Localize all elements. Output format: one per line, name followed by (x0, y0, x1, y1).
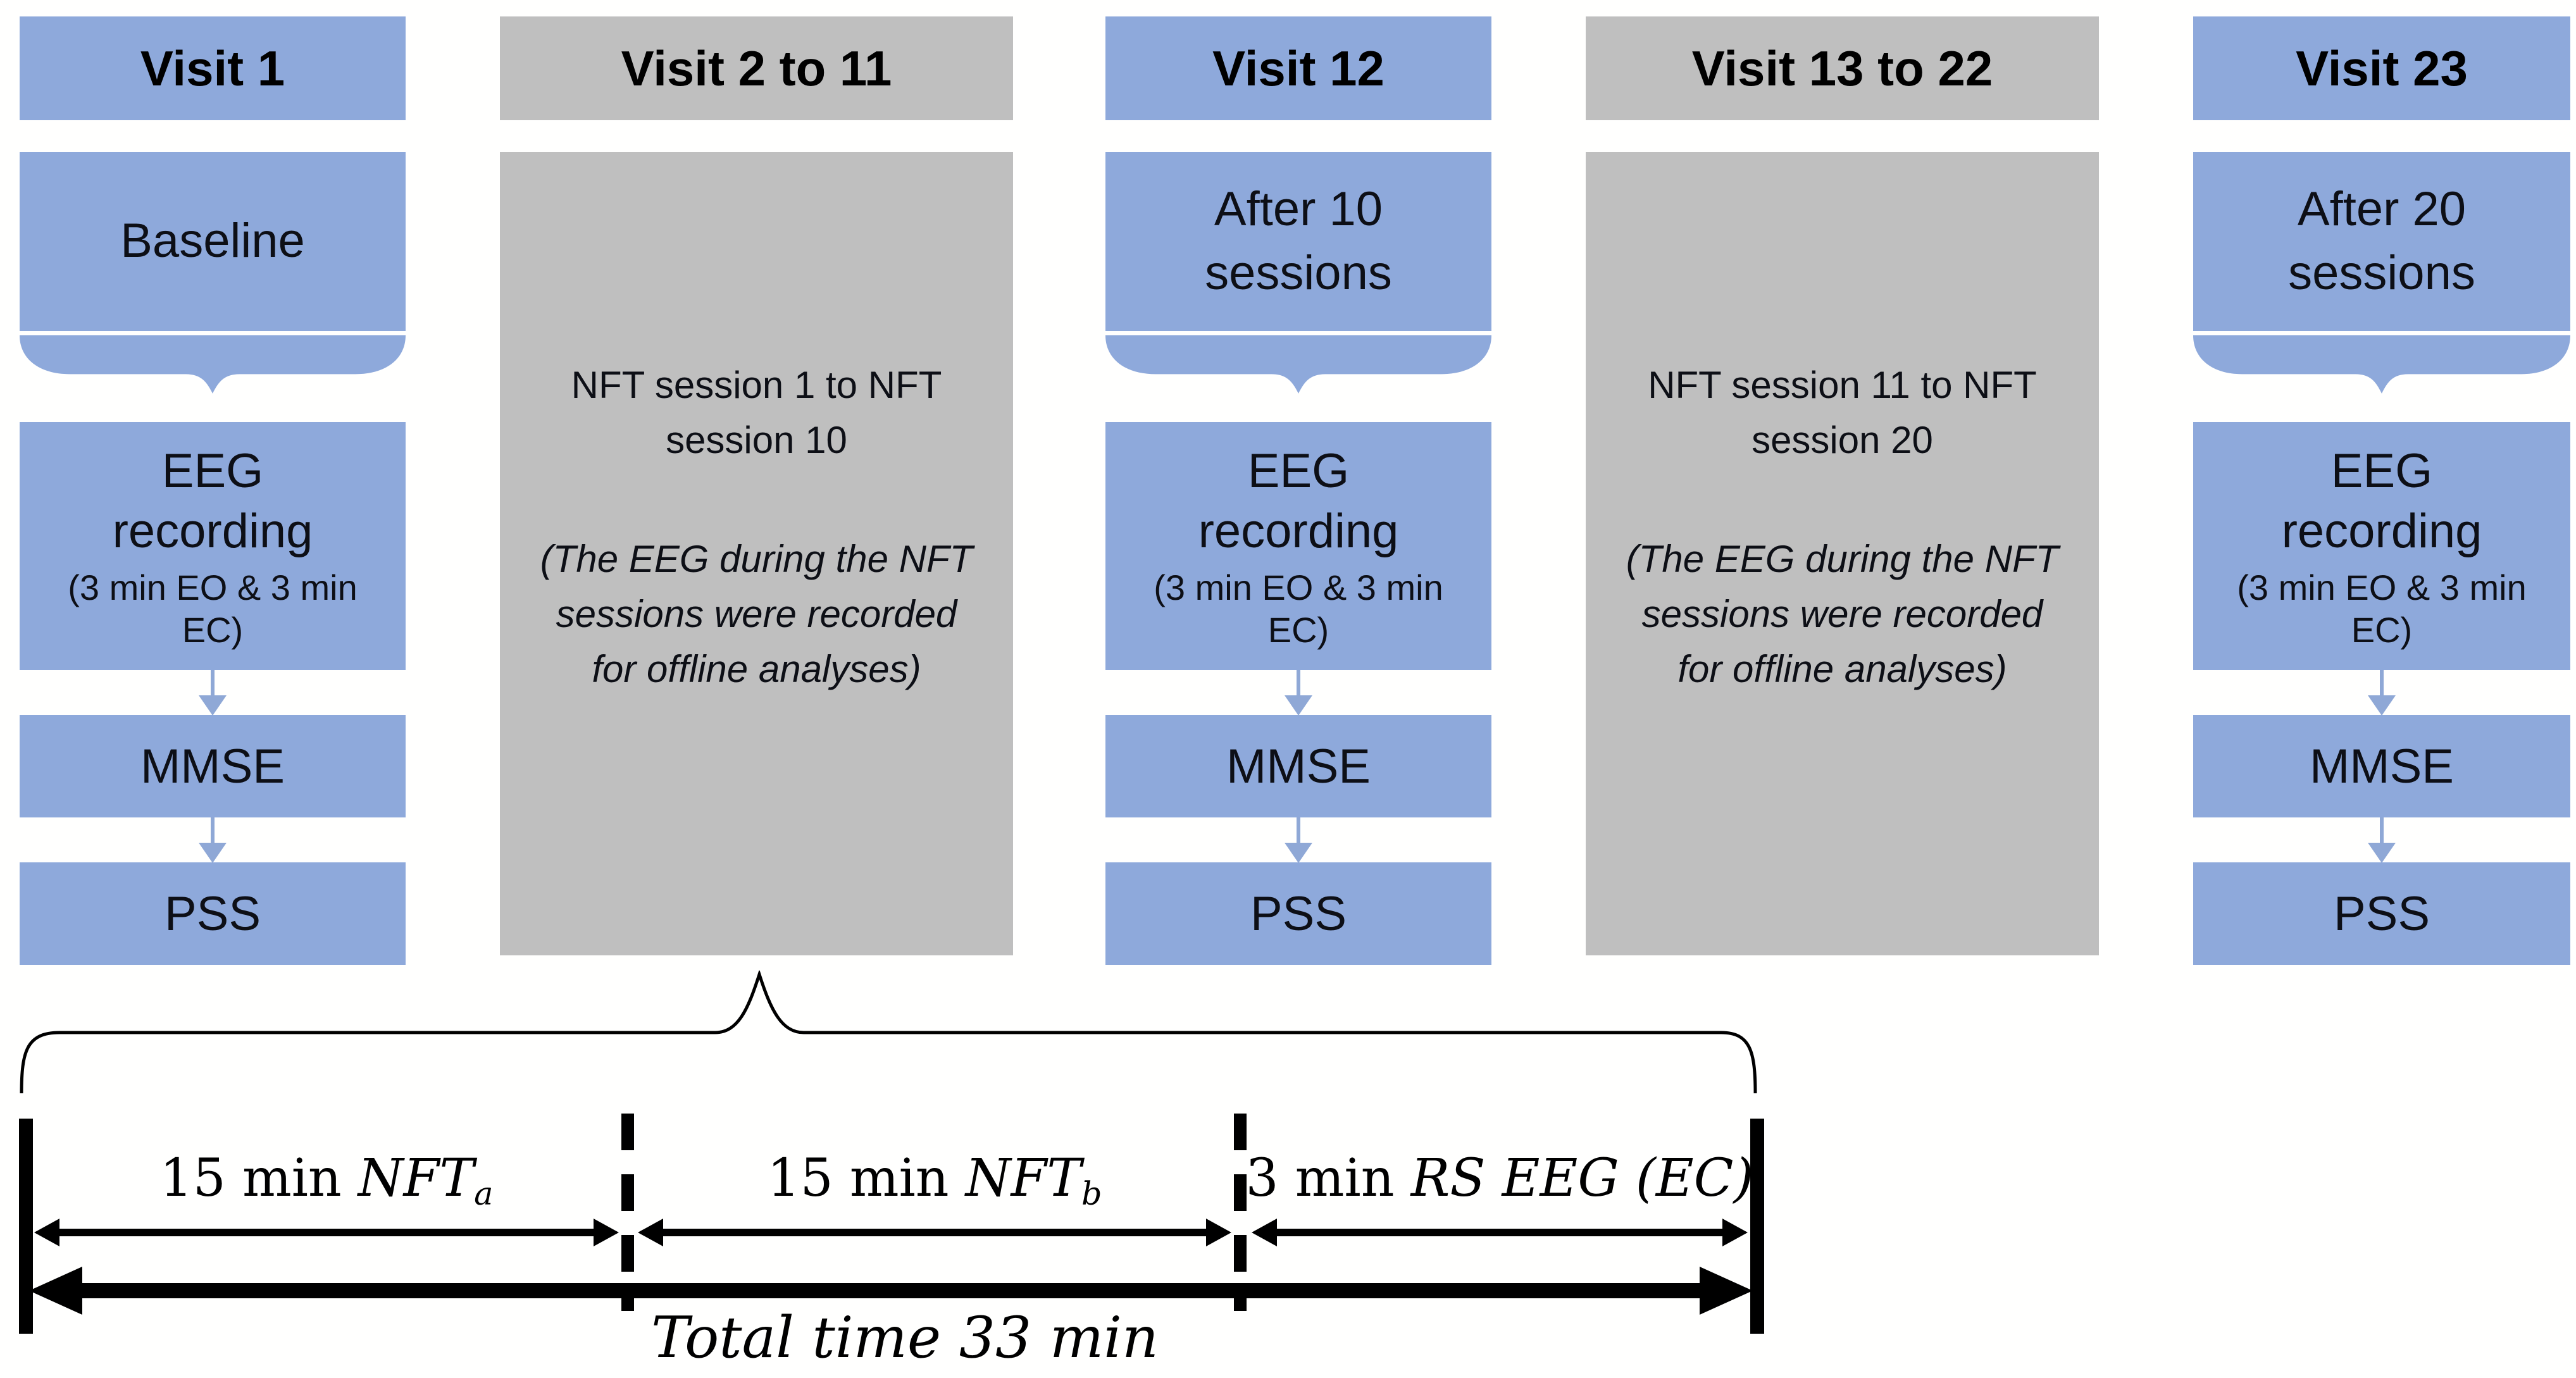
baseline-box: Baseline (20, 152, 406, 331)
timeline-overbrace-icon (20, 971, 1757, 1094)
timeline-divider-2 (1234, 1114, 1247, 1311)
nft-sessions-1-10-label: NFT session 1 to NFT session 10 (571, 364, 942, 461)
subscript-text: a (474, 1175, 494, 1213)
pss-box: PSS (1105, 862, 1491, 965)
duration-text: 3 min (1245, 1148, 1411, 1208)
eeg-recording-box: EEG recording (3 min EO & 3 min EC) (20, 422, 406, 670)
down-arrow-icon (2368, 670, 2396, 716)
pss-box: PSS (20, 862, 406, 965)
visit-1-header-label: Visit 1 (140, 40, 285, 96)
after-20-sessions-label: After 20 sessions (2288, 182, 2475, 300)
visit-13-22-header-label: Visit 13 to 22 (1691, 40, 1993, 96)
eeg-recording-label: EEG recording (112, 444, 313, 558)
offline-analyses-note: (The EEG during the NFT sessions were re… (540, 538, 973, 690)
duration-text: 15 min (767, 1148, 966, 1208)
eeg-recording-detail: (3 min EO & 3 min EC) (68, 567, 358, 650)
down-arrow-icon (2368, 817, 2396, 863)
total-time-label: Total time 33 min (651, 1305, 1159, 1371)
visit-12-header: Visit 12 (1105, 16, 1491, 120)
visit-1-header: Visit 1 (20, 16, 406, 120)
visit-23-header: Visit 23 (2193, 16, 2570, 120)
eeg-recording-label: EEG recording (2281, 444, 2482, 558)
duration-text: 15 min (159, 1148, 358, 1208)
column-visit-12: Visit 12 After 10 sessions EEG recording… (1105, 0, 1491, 1378)
mmse-box: MMSE (1105, 715, 1491, 817)
eeg-recording-detail: (3 min EO & 3 min EC) (2237, 567, 2527, 650)
nft-sessions-11-20-box: NFT session 11 to NFT session 20 (The EE… (1586, 152, 2099, 955)
nft-b-duration-arrow (638, 1219, 1231, 1246)
eeg-recording-label: EEG recording (1198, 444, 1399, 558)
term-text: NFT (965, 1148, 1082, 1208)
baseline-label: Baseline (120, 214, 305, 268)
column-visit-1: Visit 1 Baseline EEG recording (3 min EO… (20, 0, 406, 1378)
visit-2-11-header: Visit 2 to 11 (500, 16, 1013, 120)
timeline-label-rs-eeg: 3 min RS EEG (EC) (1246, 1153, 1754, 1210)
total-time-arrow (29, 1267, 1753, 1315)
timeline-end-bar (1750, 1119, 1764, 1334)
term-text: NFT (358, 1148, 475, 1208)
visit-23-header-label: Visit 23 (2296, 40, 2468, 96)
down-arrow-icon (199, 670, 227, 716)
eeg-recording-box: EEG recording (3 min EO & 3 min EC) (2193, 422, 2570, 670)
down-arrow-icon (1285, 670, 1312, 716)
visit-2-11-header-label: Visit 2 to 11 (621, 40, 892, 96)
offline-analyses-note: (The EEG during the NFT sessions were re… (1626, 538, 2059, 690)
timeline-label-nft-a: 15 min NFTa (160, 1153, 494, 1210)
after-20-sessions-box: After 20 sessions (2193, 152, 2570, 331)
term-text: RS EEG (1410, 1148, 1619, 1208)
timeline-label-nft-b: 15 min NFTb (767, 1153, 1102, 1210)
nft-a-duration-arrow (34, 1219, 619, 1246)
curly-brace-down-icon (2193, 335, 2570, 394)
mmse-box: MMSE (20, 715, 406, 817)
column-visit-13-22: Visit 13 to 22 NFT session 11 to NFT ses… (1586, 0, 2099, 1378)
nft-sessions-1-10-box: NFT session 1 to NFT session 10 (The EEG… (500, 152, 1013, 955)
visit-13-22-header: Visit 13 to 22 (1586, 16, 2099, 120)
eeg-recording-box: EEG recording (3 min EO & 3 min EC) (1105, 422, 1491, 670)
mmse-box: MMSE (2193, 715, 2570, 817)
column-visit-23: Visit 23 After 20 sessions EEG recording… (2193, 0, 2570, 1378)
down-arrow-icon (199, 817, 227, 863)
after-10-sessions-label: After 10 sessions (1205, 182, 1392, 300)
curly-brace-down-icon (20, 335, 406, 394)
curly-brace-down-icon (1105, 335, 1491, 394)
column-visit-2-11: Visit 2 to 11 NFT session 1 to NFT sessi… (500, 0, 1013, 1378)
subscript-text: b (1081, 1175, 1102, 1213)
nft-sessions-11-20-label: NFT session 11 to NFT session 20 (1648, 364, 2037, 461)
visit-12-header-label: Visit 12 (1212, 40, 1384, 96)
pss-box: PSS (2193, 862, 2570, 965)
rs-eeg-duration-arrow (1252, 1219, 1748, 1246)
eeg-recording-detail: (3 min EO & 3 min EC) (1154, 567, 1443, 650)
down-arrow-icon (1285, 817, 1312, 863)
after-10-sessions-box: After 10 sessions (1105, 152, 1491, 331)
suffix-text: (EC) (1619, 1148, 1754, 1208)
timeline-divider-1 (621, 1114, 634, 1311)
